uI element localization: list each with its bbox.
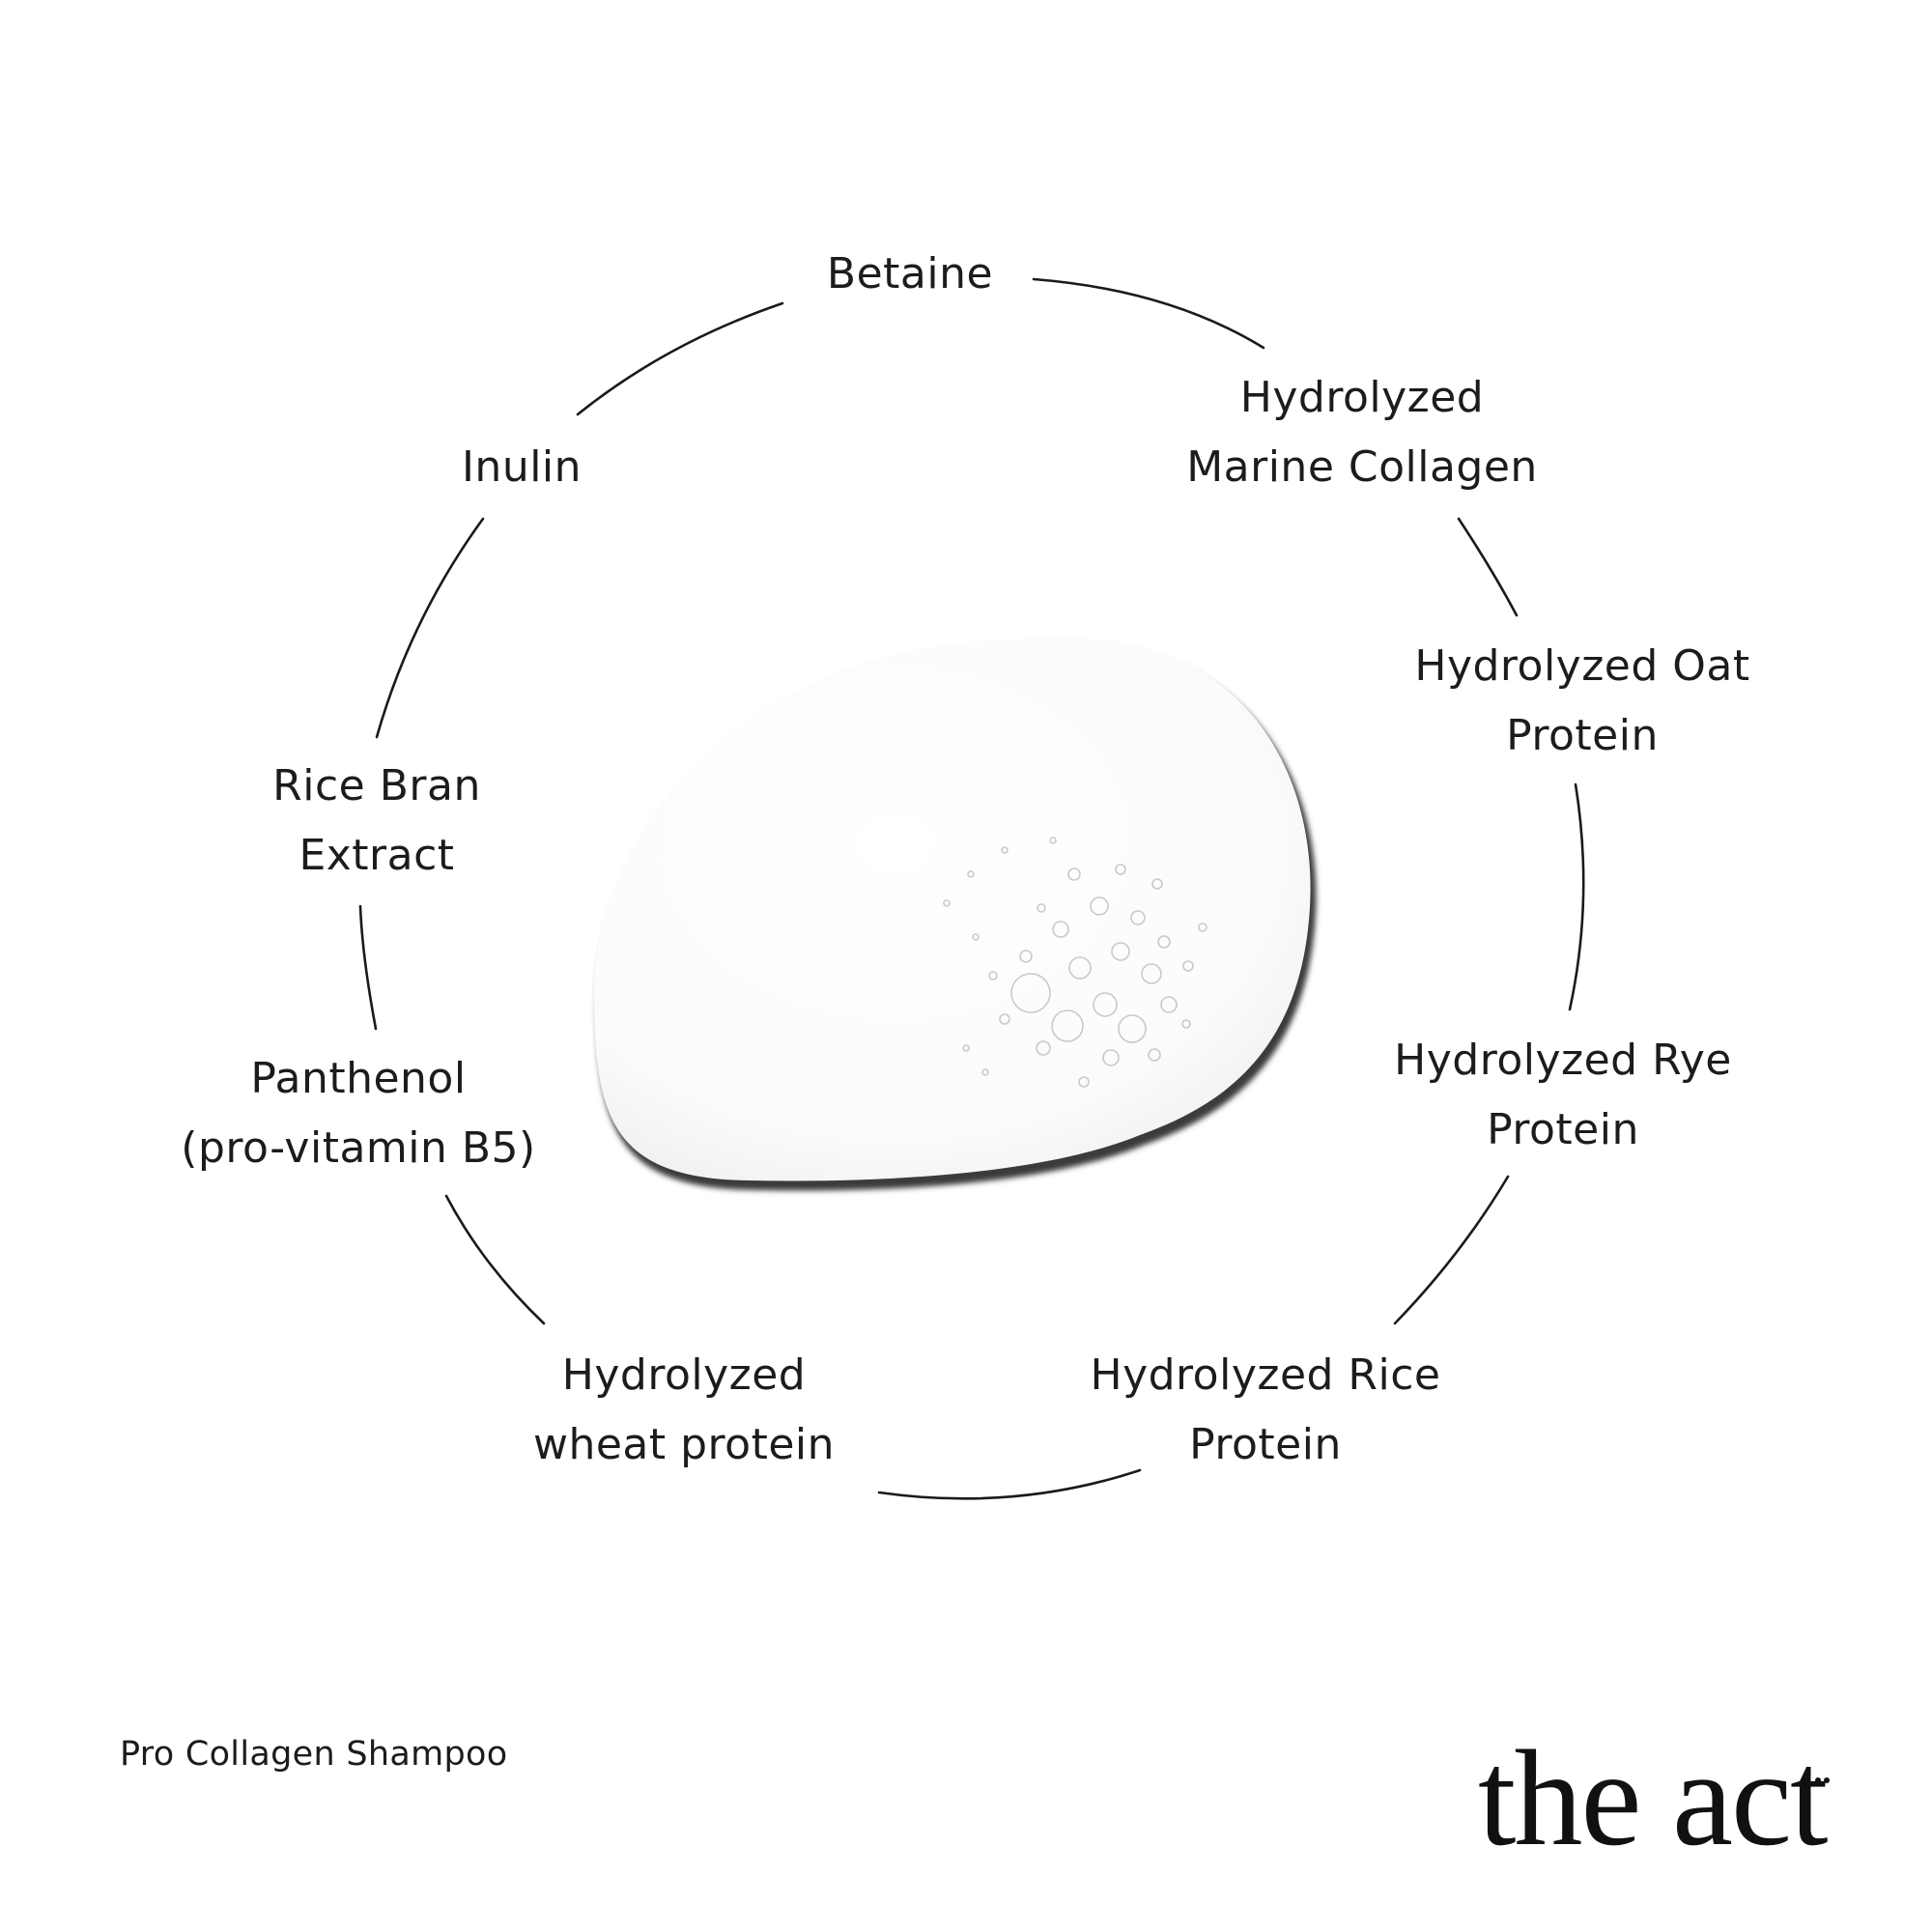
bubble xyxy=(1010,973,1051,1013)
ingredient-line: Panthenol xyxy=(250,1054,467,1103)
ingredient-line: Hydrolyzed xyxy=(1239,373,1485,422)
bubble xyxy=(1078,1076,1090,1088)
ingredient-wheat-protein: Hydrolyzed wheat protein xyxy=(533,1341,835,1480)
bubble xyxy=(999,1013,1010,1025)
ingredient-line: Inulin xyxy=(461,442,582,492)
bubble xyxy=(962,1044,970,1052)
bubble xyxy=(1036,1040,1051,1056)
ingredient-rice-bran: Rice Bran Extract xyxy=(272,752,481,891)
bubble-cluster xyxy=(943,837,1208,1088)
bubble xyxy=(1052,921,1069,938)
bubble xyxy=(1051,1009,1084,1042)
ingredient-line: Marine Collagen xyxy=(1186,442,1538,492)
bubble xyxy=(1037,903,1046,913)
bubble xyxy=(1090,896,1109,916)
ingredient-rice-protein: Hydrolyzed Rice Protein xyxy=(1090,1341,1440,1480)
ingredient-line: Protein xyxy=(1506,711,1659,760)
ingredient-rye-protein: Hydrolyzed Rye Protein xyxy=(1394,1026,1732,1165)
ingredient-line: Hydrolyzed Rice xyxy=(1090,1350,1441,1400)
ring-arc xyxy=(444,1194,546,1325)
bubble xyxy=(1148,1048,1161,1062)
bubble xyxy=(972,933,980,941)
ingredient-line: Extract xyxy=(298,831,455,880)
ingredient-line: Hydrolyzed xyxy=(561,1350,807,1400)
ingredient-panthenol: Panthenol (pro-vitamin B5) xyxy=(181,1044,535,1183)
bubble xyxy=(1068,956,1092,980)
bubble xyxy=(1093,992,1118,1017)
ring-arc xyxy=(1032,277,1265,350)
bubble xyxy=(1151,878,1163,890)
ingredient-line: Protein xyxy=(1487,1105,1639,1154)
ring-arc xyxy=(1457,517,1519,617)
bubble xyxy=(1001,846,1009,854)
bubble xyxy=(1181,1019,1191,1029)
ingredient-line: (pro-vitamin B5) xyxy=(181,1123,536,1173)
ingredient-inulin: Inulin xyxy=(462,433,582,502)
ring-arc xyxy=(375,517,485,739)
bubble xyxy=(1141,963,1162,984)
bubble xyxy=(1049,837,1057,844)
bubble xyxy=(1160,996,1178,1013)
bubble xyxy=(1157,935,1171,949)
bubble xyxy=(1115,864,1126,875)
product-name: Pro Collagen Shampoo xyxy=(120,1735,508,1774)
ingredient-line: Hydrolyzed Rye xyxy=(1394,1036,1732,1085)
bubble xyxy=(943,899,951,907)
ingredient-line: Rice Bran xyxy=(272,761,481,810)
ring-arc xyxy=(1568,782,1585,1011)
bubble xyxy=(1130,910,1146,925)
ring-arc xyxy=(576,301,784,416)
bubble xyxy=(1019,950,1033,963)
ring-arc xyxy=(358,904,378,1031)
bubble xyxy=(1102,1049,1120,1066)
bubble xyxy=(967,870,975,878)
bubble xyxy=(1067,867,1081,881)
ingredient-line: wheat protein xyxy=(532,1420,836,1469)
ingredient-oat-protein: Hydrolyzed Oat Protein xyxy=(1414,632,1749,771)
bubble xyxy=(981,1068,989,1076)
ingredient-marine-collagen: Hydrolyzed Marine Collagen xyxy=(1186,363,1538,502)
brand-logo: the act xyxy=(1478,1721,1828,1874)
bubble xyxy=(1118,1014,1147,1043)
ingredient-line: Betaine xyxy=(826,249,994,298)
bubble xyxy=(1198,923,1208,932)
bubble xyxy=(1182,960,1194,972)
ingredient-line: Protein xyxy=(1189,1420,1342,1469)
bubble xyxy=(1111,942,1130,961)
brand-mark-icon xyxy=(1815,1777,1830,1783)
swatch-body xyxy=(594,638,1311,1181)
ring-arc xyxy=(877,1468,1142,1500)
bubble xyxy=(988,971,998,980)
ring-arc xyxy=(1393,1175,1510,1325)
ingredient-line: Hydrolyzed Oat xyxy=(1414,641,1750,691)
ingredient-betaine: Betaine xyxy=(827,240,993,309)
